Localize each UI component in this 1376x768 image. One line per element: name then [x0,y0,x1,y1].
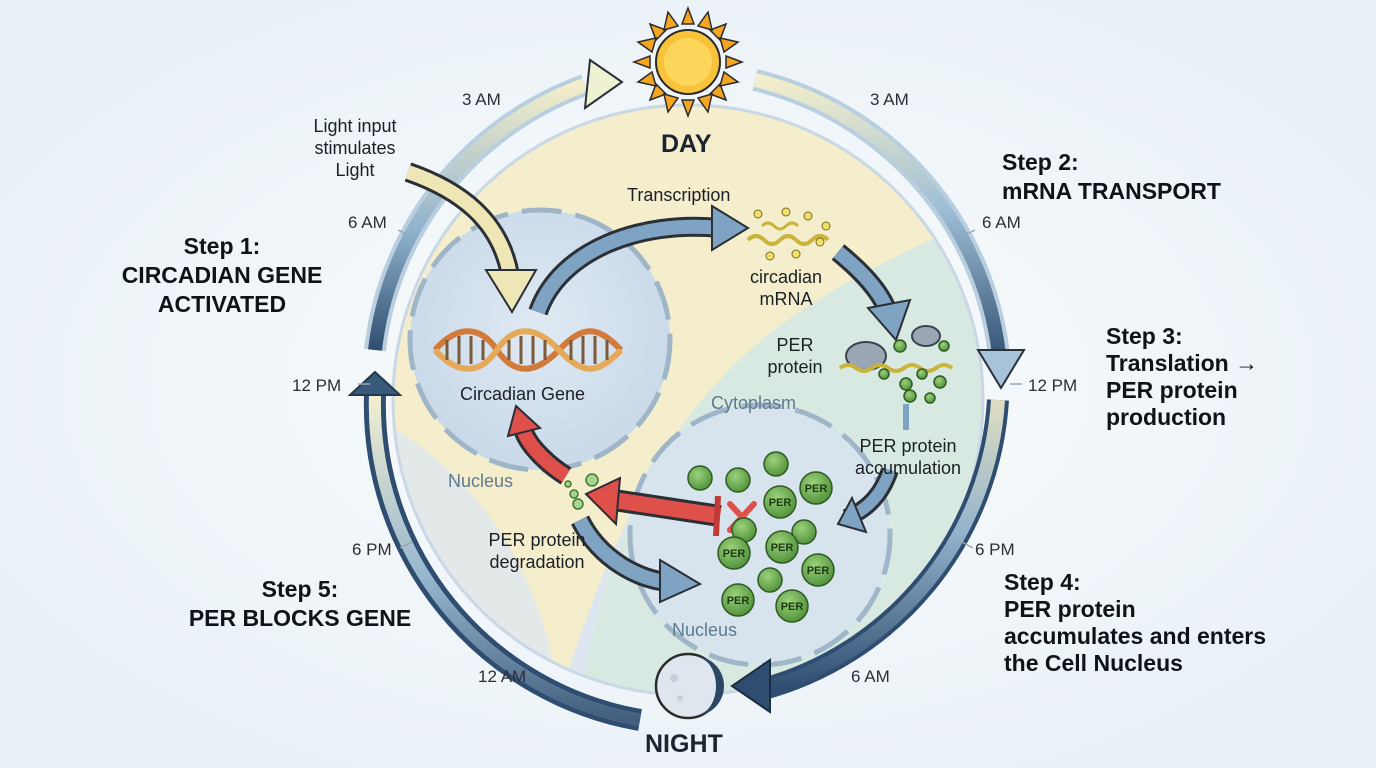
per-protein-token [763,485,797,519]
per-protein-dot [687,465,713,491]
time-left-6pm: 6 PM [352,540,392,559]
transcription-label: Transcription [627,185,731,205]
per-protein-dot [763,451,789,477]
per-protein-dot [757,567,783,593]
per-protein-token-label: PER [723,548,746,560]
time-left-12pm: 12 PM [292,376,342,395]
per-protein-cluster: PER PER PER PER PER PER PER [687,451,835,623]
step-2: Step 2:mRNA TRANSPORT [1002,149,1221,204]
time-right-6pm: 6 PM [975,540,1015,559]
circadian-gene-label: Circadian Gene [460,384,586,404]
per-protein-token-label: PER [805,483,828,495]
per-protein-dot [725,467,751,493]
time-right-12pm: 12 PM [1028,376,1078,395]
time-left-6am: 6 AM [348,213,387,232]
cytoplasm-label: Cytoplasm [711,393,797,413]
time-right-6am: 6 AM [982,213,1021,232]
sun-icon [631,5,745,119]
ribosome-icon [838,325,954,373]
per-protein-token-label: PER [771,542,794,554]
per-protein-dots-translation [878,339,950,404]
per-protein-token-label: PER [807,565,830,577]
time-right-6am-bottom: 6 AM [851,667,890,686]
moon-icon [654,652,724,720]
step-5: Step 5:PER BLOCKS GENE [188,576,412,631]
time-right-3am: 3 AM [870,90,909,109]
night-label: NIGHT [645,730,723,758]
per-protein-token [721,583,755,617]
nucleus-right-label: Nucleus [672,620,738,640]
day-label: DAY [661,130,712,158]
nucleus-left-label: Nucleus [448,471,514,491]
per-protein-token-label: PER [781,601,804,613]
degraded-protein-fragments [564,473,599,510]
per-protein-token [775,589,809,623]
mrna-strands [746,207,831,261]
per-protein-token [765,530,799,564]
per-protein-token [801,553,835,587]
per-protein-token-label: PER [727,595,750,607]
per-protein-token-label: PER [769,497,792,509]
per-protein-token [717,536,751,570]
time-left-12am: 12 AM [478,667,527,686]
per-protein-dot [791,519,817,545]
left-nucleus [407,207,673,473]
per-protein-token [799,471,833,505]
time-left-3am: 3 AM [462,90,501,109]
dna-icon [432,328,624,372]
